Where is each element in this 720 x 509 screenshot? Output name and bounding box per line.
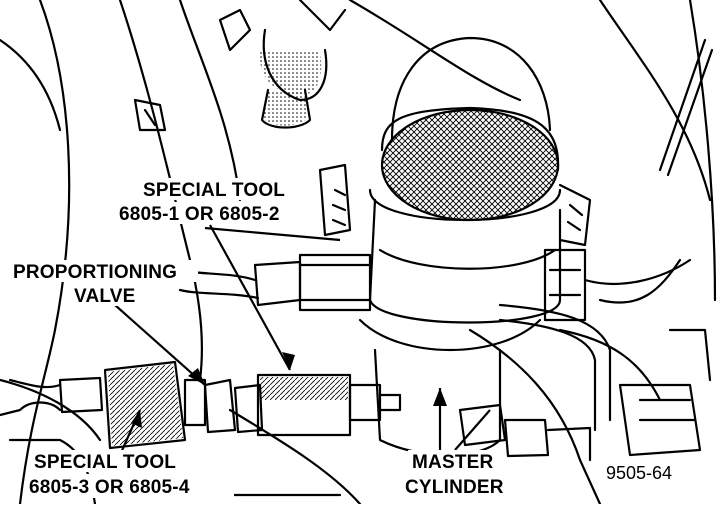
special-tool-top-line2: 6805-1 OR 6805-2 [119, 204, 280, 225]
reservoir-cap-mesh [380, 108, 560, 222]
label-backgrounds [10, 178, 700, 498]
proportioning-valve-line2: VALVE [74, 286, 136, 307]
master-cylinder-line2: CYLINDER [405, 477, 504, 498]
callout-labels: SPECIAL TOOL 6805-1 OR 6805-2 PROPORTION… [13, 180, 672, 498]
tool-top-body [260, 377, 348, 400]
textured-fills [108, 50, 560, 446]
master-cylinder-line1: MASTER [412, 452, 494, 473]
leader-arrowheads [131, 352, 447, 428]
bolt-head-shading [262, 92, 308, 126]
tool-bottom-body [108, 364, 183, 446]
figure-reference: 9505-64 [606, 463, 672, 483]
proportioning-valve-line1: PROPORTIONING [13, 262, 177, 283]
bolt-shading [259, 50, 322, 96]
special-tool-bottom-line2: 6805-3 OR 6805-4 [29, 477, 190, 498]
special-tool-bottom-line1: SPECIAL TOOL [34, 452, 176, 473]
special-tool-top-line1: SPECIAL TOOL [143, 180, 285, 201]
